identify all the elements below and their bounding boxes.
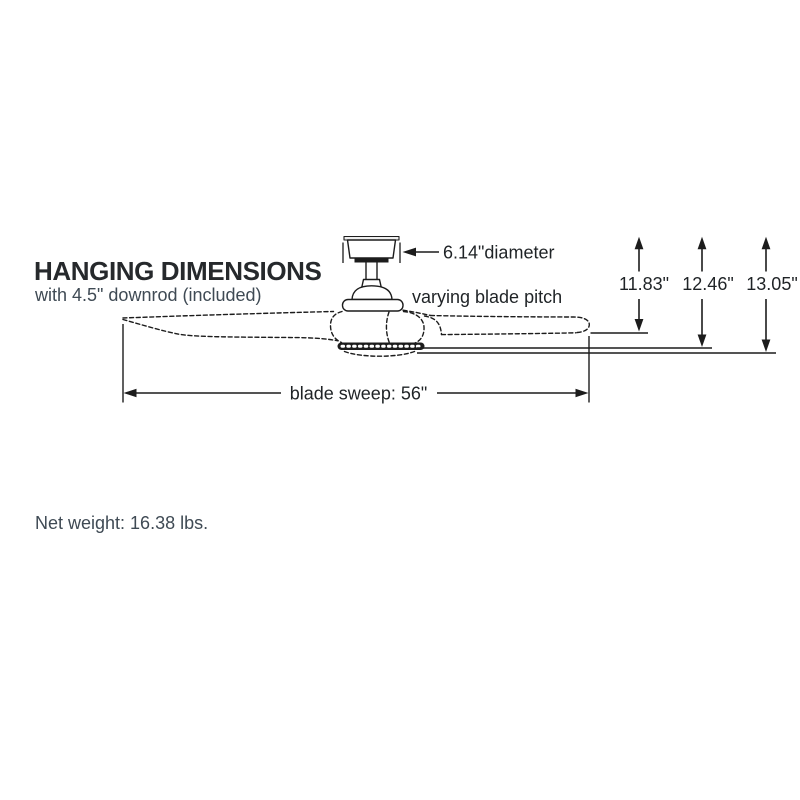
down-arrowhead-icon — [697, 334, 707, 347]
height-label-2: 12.46" — [682, 274, 733, 294]
height-dimension-3 — [761, 236, 771, 352]
ceiling-canopy — [343, 235, 400, 263]
left-blade — [122, 310, 339, 342]
right-blade — [402, 309, 590, 336]
up-arrowhead-icon — [634, 236, 644, 250]
canopy-diameter-label: 6.14"diameter — [443, 243, 554, 263]
diameter-arrowhead-icon — [402, 247, 416, 257]
blade-pitch-label: varying blade pitch — [412, 287, 562, 307]
canopy-cup — [346, 239, 397, 259]
right-arrowhead-icon — [575, 388, 589, 398]
down-arrowhead-icon — [761, 339, 771, 352]
up-arrowhead-icon — [697, 236, 707, 250]
dimension-annotations — [122, 236, 776, 403]
downrod — [360, 261, 383, 290]
motor-bottom-band — [337, 342, 425, 350]
blade-sweep-dimension — [122, 324, 590, 403]
height-dimension-2 — [697, 236, 707, 347]
canopy-trim-band — [354, 258, 389, 263]
diameter-dimension — [342, 242, 439, 263]
diameter-extension-ticks — [342, 242, 401, 263]
height-label-3: 13.05" — [746, 274, 797, 294]
downrod-subtitle: with 4.5" downrod (included) — [35, 285, 262, 305]
height-label-1: 11.83" — [619, 274, 669, 294]
height-reference-lines — [417, 332, 776, 354]
left-arrowhead-icon — [123, 388, 137, 398]
fan-drawing — [122, 235, 590, 357]
down-arrowhead-icon — [634, 319, 644, 332]
net-weight-text: Net weight: 16.38 lbs. — [35, 513, 209, 533]
height-dimension-1 — [634, 236, 644, 332]
up-arrowhead-icon — [761, 236, 771, 250]
page-title: HANGING DIMENSIONS — [34, 256, 322, 286]
blade-sweep-label: blade sweep: 56" — [290, 384, 428, 404]
motor-housing — [329, 310, 443, 357]
mounting-bell — [341, 285, 404, 312]
light-kit-curve — [343, 350, 416, 357]
